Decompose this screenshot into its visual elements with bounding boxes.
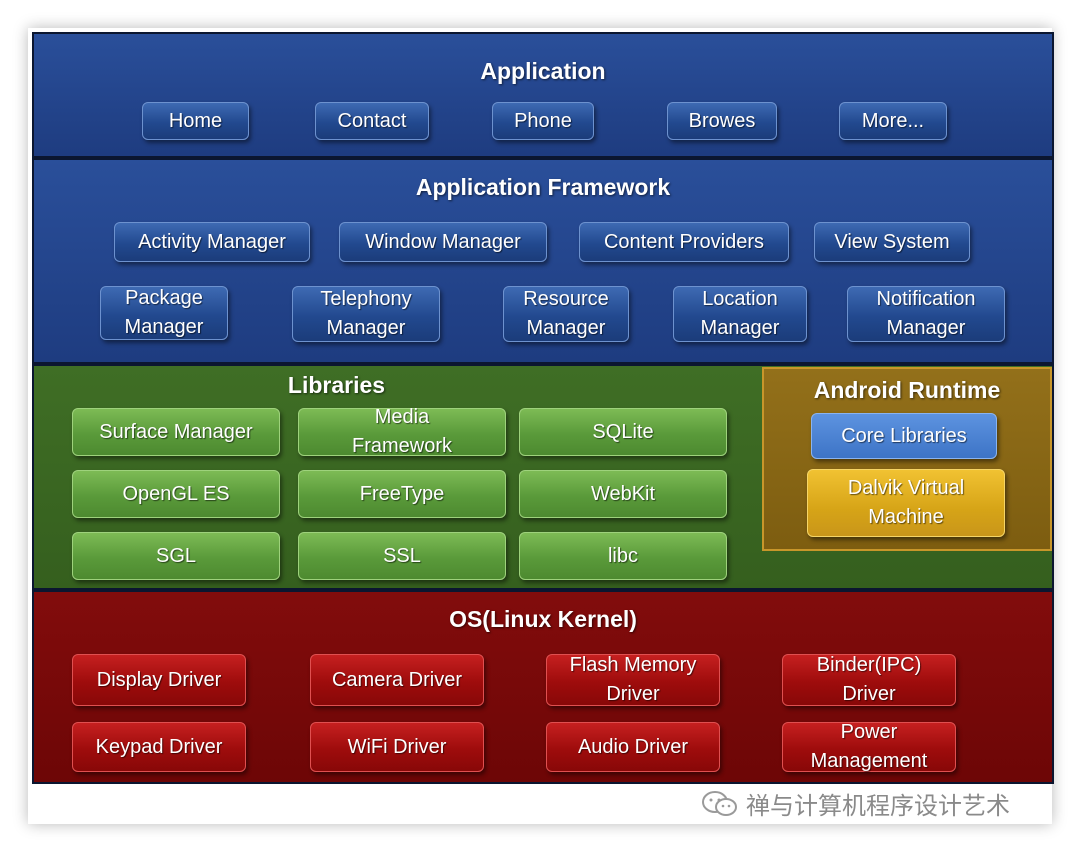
app-home-box: Home — [142, 102, 249, 140]
content-providers-box: Content Providers — [579, 222, 789, 262]
surface-manager-box: Surface Manager — [72, 408, 280, 456]
runtime-title: Android Runtime — [813, 377, 1001, 403]
power-management-box: Power Management — [782, 721, 956, 772]
application-layer: Application Home Contact Phone Browes Mo… — [32, 32, 1054, 158]
dalvik-vm-box: Dalvik Virtual Machine — [807, 469, 1005, 537]
opengl-es-box: OpenGL ES — [72, 470, 280, 518]
wechat-icon — [700, 789, 740, 819]
wifi-driver-box: WiFi Driver — [310, 722, 484, 772]
display-driver-box: Display Driver — [72, 654, 246, 706]
kernel-layer: OS(Linux Kernel) Display Driver Camera D… — [32, 590, 1054, 784]
watermark: 禅与计算机程序设计艺术 — [700, 786, 1010, 821]
watermark-text: 禅与计算机程序设计艺术 — [746, 792, 1010, 820]
framework-title: Application Framework — [415, 174, 671, 200]
flash-memory-driver-box: Flash Memory Driver — [546, 654, 720, 706]
telephony-manager-box: Telephony Manager — [292, 286, 440, 342]
sqlite-box: SQLite — [519, 408, 727, 456]
application-title: Application — [480, 58, 606, 84]
libc-box: libc — [519, 532, 727, 580]
app-contact-box: Contact — [315, 102, 429, 140]
app-more-box: More... — [839, 102, 947, 140]
window-manager-box: Window Manager — [339, 222, 547, 262]
libraries-title: Libraries — [287, 372, 386, 398]
core-libraries-box: Core Libraries — [811, 413, 997, 459]
app-browes-box: Browes — [667, 102, 777, 140]
app-phone-box: Phone — [492, 102, 594, 140]
location-manager-box: Location Manager — [673, 286, 807, 342]
binder-ipc-driver-box: Binder(IPC) Driver — [782, 654, 956, 706]
android-runtime-panel: Android Runtime Core Libraries Dalvik Vi… — [762, 367, 1052, 551]
camera-driver-box: Camera Driver — [310, 654, 484, 706]
view-system-box: View System — [814, 222, 970, 262]
audio-driver-box: Audio Driver — [546, 722, 720, 772]
freetype-box: FreeType — [298, 470, 506, 518]
framework-layer: Application Framework Activity Manager W… — [32, 158, 1054, 364]
media-framework-box: Media Framework — [298, 406, 506, 457]
sgl-box: SGL — [72, 532, 280, 580]
webkit-box: WebKit — [519, 470, 727, 518]
package-manager-box: Package Manager — [100, 286, 228, 340]
resource-manager-box: Resource Manager — [503, 286, 629, 342]
keypad-driver-box: Keypad Driver — [72, 722, 246, 772]
kernel-title: OS(Linux Kernel) — [449, 606, 637, 632]
ssl-box: SSL — [298, 532, 506, 580]
activity-manager-box: Activity Manager — [114, 222, 310, 262]
notification-manager-box: Notification Manager — [847, 286, 1005, 342]
